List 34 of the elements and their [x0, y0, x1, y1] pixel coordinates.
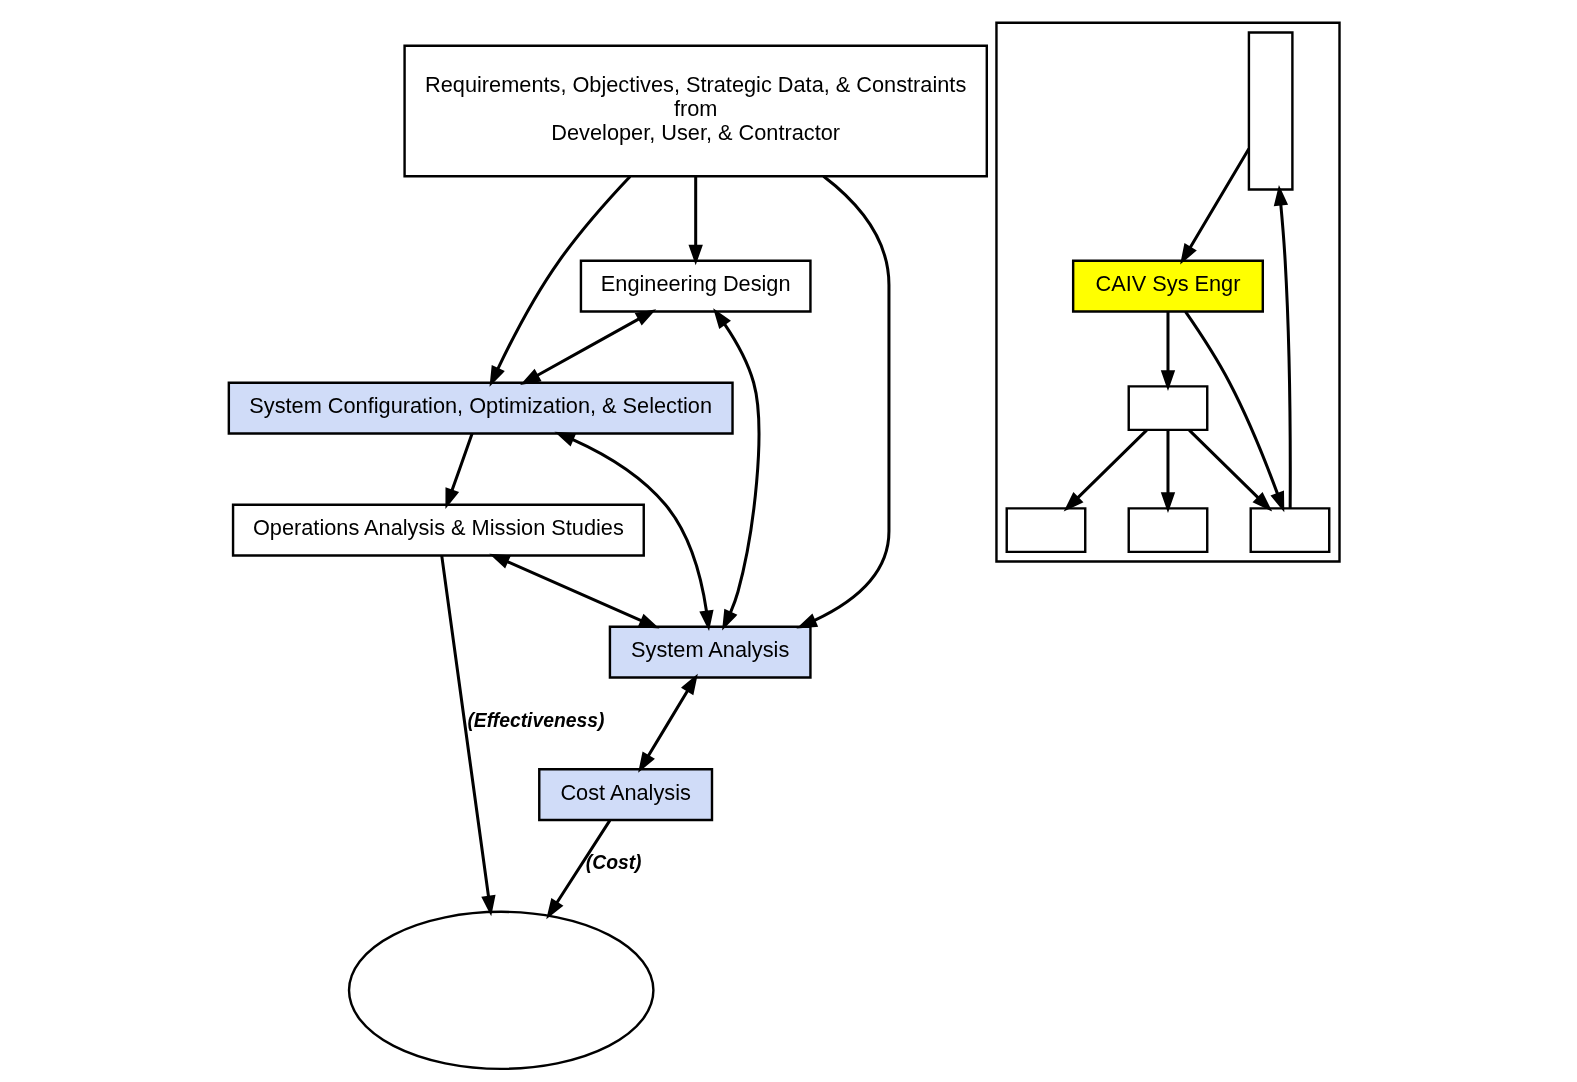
node-box — [1249, 507, 1330, 554]
arrow — [439, 555, 496, 917]
arrow — [1063, 429, 1148, 512]
node-box — [1005, 507, 1086, 554]
node-box: System Configuration, Optimization, & Selection — [227, 381, 734, 435]
edge-label: (Cost) — [585, 852, 642, 874]
arrow — [1179, 148, 1250, 265]
node-bar — [1247, 31, 1294, 191]
node-ellipse — [347, 910, 655, 1071]
node-box: Engineering Design — [579, 259, 812, 313]
node-box: Operations Analysis & Mission Studies — [231, 503, 645, 557]
node-box — [1127, 385, 1208, 432]
arrow — [554, 431, 714, 631]
node-box: Cost Analysis — [537, 768, 713, 822]
arrow — [1160, 311, 1175, 391]
arrow — [489, 175, 631, 387]
arrow — [637, 673, 698, 773]
arrow — [1183, 310, 1284, 513]
edge-label: (Effectiveness) — [466, 709, 604, 731]
arrow — [1187, 429, 1272, 512]
node-box: CAIV Sys Engr — [1071, 259, 1264, 313]
arrow — [688, 176, 703, 266]
arrow — [545, 819, 611, 920]
arrow — [1273, 185, 1292, 509]
node-box: System Analysis — [608, 625, 812, 679]
arrow — [795, 175, 890, 629]
arrow — [519, 309, 656, 385]
arrow — [488, 553, 659, 629]
arrow — [1160, 430, 1175, 513]
node-box: Requirements, Objectives, Strategic Data, & Constraints from Developer, User, & Contractor — [402, 44, 988, 178]
arrow — [712, 308, 760, 631]
cluster — [994, 21, 1341, 563]
node-box — [1127, 507, 1208, 554]
arrow — [444, 433, 474, 510]
